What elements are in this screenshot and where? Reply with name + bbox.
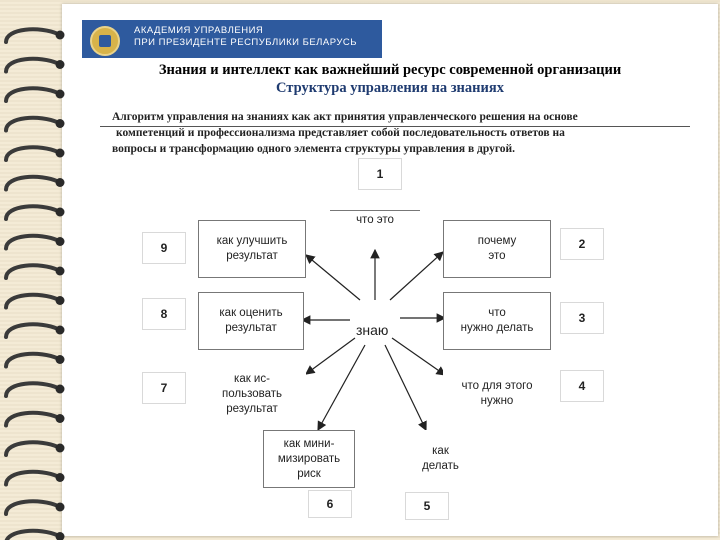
spiral-ring: [4, 351, 60, 369]
binding-hole: [55, 414, 65, 423]
question-8-text: как оценить результат: [219, 307, 283, 334]
binding-hole: [55, 473, 65, 482]
step-number-2: 2: [560, 228, 604, 260]
binding-hole: [55, 207, 65, 217]
question-9-text: как улучшить результат: [216, 235, 288, 262]
spiral-ring: [4, 233, 60, 251]
spiral-ring: [4, 381, 60, 398]
question-4-text: что для этого нужно: [461, 380, 533, 407]
question-6-text: как мини- мизировать риск: [277, 437, 341, 480]
question-box-7: как ис- пользовать результат: [198, 365, 306, 423]
question-box-1: что это: [330, 210, 420, 248]
question-box-6: как мини- мизировать риск: [263, 430, 355, 488]
binding-hole: [55, 355, 65, 364]
question-7-text: как ис- пользовать результат: [222, 372, 282, 415]
academy-logo-banner: АКАДЕМИЯ УПРАВЛЕНИЯ ПРИ ПРЕЗИДЕНТЕ РЕСПУ…: [82, 20, 382, 58]
spiral-ring: [4, 440, 60, 457]
spiral-ring: [4, 115, 60, 133]
divider-line: [100, 126, 690, 127]
binding-hole: [55, 296, 65, 305]
binding-hole: [55, 60, 65, 69]
step-number-7: 7: [142, 372, 186, 404]
question-box-4: что для этого нужно: [443, 365, 551, 423]
question-box-8: как оценить результат: [198, 292, 304, 350]
step-number-3: 3: [560, 302, 604, 334]
logo-line-2: ПРИ ПРЕЗИДЕНТЕ РЕСПУБЛИКИ БЕЛАРУСЬ: [134, 37, 357, 48]
spiral-ring: [4, 27, 60, 44]
binding-hole: [55, 178, 65, 187]
intro-line-1: Алгоритм управления на знаниях как акт п…: [112, 111, 578, 123]
arrow-to-q9: [305, 254, 361, 301]
step-number-4: 4: [560, 370, 604, 402]
arrow-to-q7: [305, 337, 356, 375]
step-number-6: 6: [308, 490, 352, 518]
arrow-to-q4: [391, 337, 446, 376]
question-box-5: как делать: [398, 430, 483, 488]
binding-hole: [55, 502, 65, 512]
binding-hole: [55, 532, 65, 540]
spiral-binding: [4, 27, 65, 540]
arrow-to-q6: [317, 344, 366, 432]
step-number-8: 8: [142, 298, 186, 330]
logo-line-1: АКАДЕМИЯ УПРАВЛЕНИЯ: [134, 25, 264, 36]
emblem-icon: [90, 26, 120, 56]
step-number-9: 9: [142, 232, 186, 264]
logo-text: АКАДЕМИЯ УПРАВЛЕНИЯ ПРИ ПРЕЗИДЕНТЕ РЕСПУ…: [134, 25, 357, 49]
binding-hole: [55, 148, 65, 158]
binding-hole: [55, 443, 65, 453]
slide-title: Знания и интеллект как важнейший ресурс …: [158, 62, 622, 78]
spiral-ring: [4, 174, 60, 192]
slide-sheet: [62, 4, 718, 536]
question-2-text: почему это: [477, 235, 517, 262]
spiral-ring: [4, 56, 60, 74]
step-number-1: 1: [358, 158, 402, 190]
binding-hole: [55, 325, 65, 335]
spiral-ring: [4, 204, 60, 221]
spiral-ring: [4, 86, 60, 103]
slide-subtitle: Структура управления на знаниях: [276, 80, 504, 96]
question-1-text: что это: [356, 214, 394, 226]
binding-hole: [55, 119, 65, 128]
question-3-text: что нужно делать: [460, 307, 534, 334]
arrow-to-q5: [384, 344, 427, 432]
question-box-2: почему это: [443, 220, 551, 278]
spiral-ring: [4, 410, 60, 428]
step-number-5: 5: [405, 492, 449, 520]
spiral-ring: [4, 322, 60, 339]
spiral-ring: [4, 499, 60, 516]
binding-hole: [55, 237, 65, 246]
spiral-ring: [4, 145, 60, 162]
binding-hole: [55, 266, 65, 276]
arrow-to-q2: [389, 251, 444, 301]
intro-paragraph: Алгоритм управления на знаниях как акт п…: [112, 109, 702, 157]
binding-hole: [55, 384, 65, 394]
binding-hole: [55, 89, 65, 99]
spiral-ring: [4, 292, 60, 310]
center-label: знаю: [356, 322, 389, 338]
spiral-ring: [4, 469, 60, 487]
spiral-ring: [4, 263, 60, 280]
intro-line-2: компетенций и профессионализма представл…: [116, 127, 565, 139]
binding-hole: [55, 30, 65, 40]
intro-line-3: вопросы и трансформацию одного элемента …: [112, 143, 516, 155]
question-box-3: что нужно делать: [443, 292, 551, 350]
spiral-ring: [4, 528, 60, 540]
question-5-text: как делать: [422, 445, 459, 472]
question-box-9: как улучшить результат: [198, 220, 306, 278]
